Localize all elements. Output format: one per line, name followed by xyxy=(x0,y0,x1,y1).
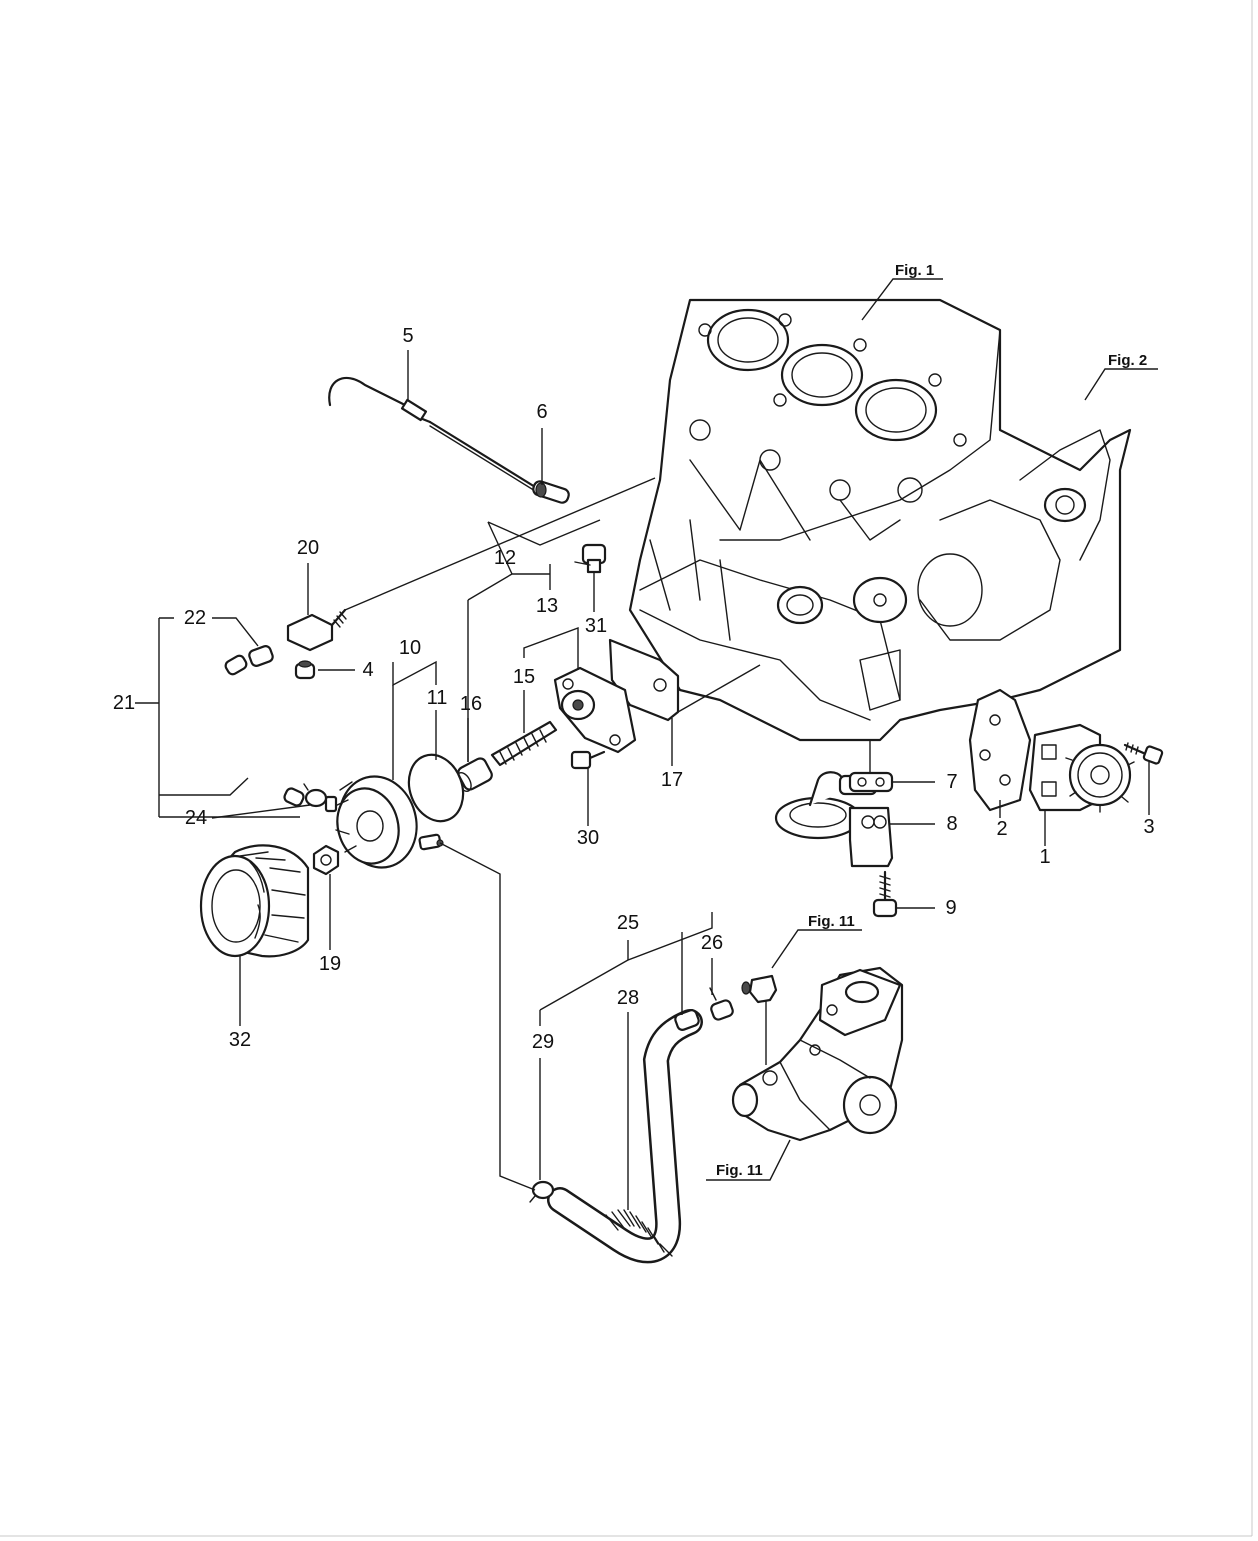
oil-pump-gasket xyxy=(968,688,1032,812)
callout-16: 16 xyxy=(460,693,482,715)
oil-filter-bracket xyxy=(553,666,637,754)
fig11-reference-bottom: Fig. 11 xyxy=(716,1162,763,1179)
relief-valve-spring xyxy=(490,720,558,767)
callout-12: 12 xyxy=(494,547,516,569)
oil-pressure-switch xyxy=(574,543,607,574)
callout-15: 15 xyxy=(513,666,535,688)
callout-13: 13 xyxy=(536,595,558,617)
fig2-reference: Fig. 2 xyxy=(1108,352,1147,369)
strainer-bracket xyxy=(848,806,894,868)
leader-lines xyxy=(135,278,1158,1210)
callout-1: 1 xyxy=(1039,846,1050,868)
callout-29: 29 xyxy=(532,1031,554,1053)
callout-6: 6 xyxy=(536,401,547,423)
oil-hose xyxy=(195,654,305,807)
callout-4: 4 xyxy=(362,659,373,681)
dipstick-guide xyxy=(532,480,570,504)
oil-cooler xyxy=(324,775,444,869)
strainer-gasket xyxy=(848,771,894,793)
callout-10: 10 xyxy=(399,637,421,659)
callout-21: 21 xyxy=(113,692,135,714)
cooler-o-ring xyxy=(407,753,465,823)
water-hose xyxy=(547,1009,703,1264)
callout-2: 2 xyxy=(996,818,1007,840)
cylinder-block xyxy=(628,298,1132,742)
hose-joint xyxy=(248,645,274,667)
oil-pump-bolt xyxy=(1123,742,1164,765)
callout-26: 26 xyxy=(701,932,723,954)
callout-30: 30 xyxy=(577,827,599,849)
callout-31: 31 xyxy=(585,615,607,637)
callout-25: 25 xyxy=(617,912,639,934)
water-hose-clip xyxy=(529,1180,555,1203)
oil-dipstick xyxy=(328,376,542,495)
hose-elbow-joint xyxy=(709,987,734,1021)
hose-clip xyxy=(303,783,328,808)
oil-filter xyxy=(199,844,310,958)
callout-11: 11 xyxy=(427,687,448,709)
fig1-reference: Fig. 1 xyxy=(895,262,934,279)
callout-9: 9 xyxy=(945,897,956,919)
callout-19: 19 xyxy=(319,953,341,975)
elbow-fitting xyxy=(741,974,778,1004)
strainer-bolt xyxy=(872,870,898,918)
callout-24: 24 xyxy=(185,807,207,829)
callout-8: 8 xyxy=(946,813,957,835)
callout-5: 5 xyxy=(402,325,413,347)
callout-3: 3 xyxy=(1143,816,1154,838)
fig11-reference-top: Fig. 11 xyxy=(808,913,855,930)
callout-17: 17 xyxy=(661,769,683,791)
callout-20: 20 xyxy=(297,537,319,559)
callout-28: 28 xyxy=(617,987,639,1009)
drain-plug xyxy=(294,660,316,680)
callout-22: 22 xyxy=(184,607,206,629)
water-pump xyxy=(731,966,904,1142)
oil-pump xyxy=(1028,723,1135,813)
bracket-bolt xyxy=(570,750,606,770)
filter-nipple-nut xyxy=(312,844,340,876)
pipe-joint xyxy=(286,608,347,652)
callout-32: 32 xyxy=(229,1029,251,1051)
callout-7: 7 xyxy=(946,771,957,793)
